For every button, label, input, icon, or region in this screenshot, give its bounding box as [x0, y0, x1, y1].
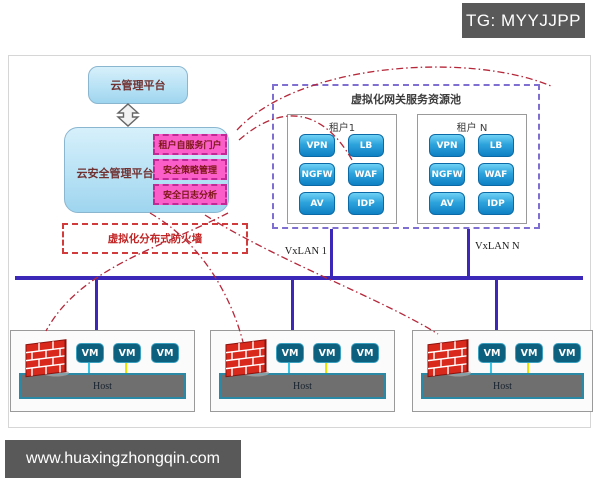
host-bar: Host: [219, 373, 386, 399]
website-watermark: www.huaxingzhongqin.com: [5, 440, 241, 478]
module-tenant-portal: 租户自服务门户: [153, 134, 227, 155]
firewall-icon: [225, 339, 269, 378]
service-ngfw: NGFW: [429, 163, 465, 186]
vxlan-1-label: VxLAN 1: [284, 246, 327, 257]
vm-box: VM: [276, 343, 304, 363]
cloud-security-platform-box: 云安全管理平台 租户自服务门户 安全策略管理 安全日志分析: [64, 127, 229, 213]
vm-box: VM: [313, 343, 341, 363]
tenant-n-services: VPN LB NGFW WAF AV IDP: [429, 134, 514, 215]
host-bar: Host: [19, 373, 186, 399]
service-waf: WAF: [478, 163, 514, 186]
service-lb: LB: [348, 134, 384, 157]
tenant-n-box: 租户 N VPN LB NGFW WAF AV IDP: [417, 114, 527, 224]
vxlan-n-label: VxLAN N: [475, 241, 520, 252]
resource-pool-title: 虚拟化网关服务资源池: [351, 93, 461, 106]
cloud-management-platform-box: 云管理平台: [88, 66, 188, 104]
host-2-uplink: [291, 280, 294, 330]
service-av: AV: [429, 192, 465, 215]
vm-box: VM: [515, 343, 543, 363]
module-log-analysis: 安全日志分析: [153, 184, 227, 205]
firewall-icon: [427, 339, 471, 378]
host-bar: Host: [421, 373, 584, 399]
host-group-2: Host VM VM VM: [210, 330, 395, 412]
tenant-1-services: VPN LB NGFW WAF AV IDP: [299, 134, 384, 215]
vm-box: VM: [151, 343, 179, 363]
tenant-1-label: 租户1: [328, 123, 356, 134]
module-policy-mgmt: 安全策略管理: [153, 159, 227, 180]
host-3-uplink: [495, 280, 498, 330]
vxlan-1-drop-line: [330, 229, 333, 277]
gateway-resource-pool: 虚拟化网关服务资源池 租户1 VPN LB NGFW WAF AV IDP 租户…: [272, 84, 540, 229]
host-group-1: Host VM VM VM: [10, 330, 195, 412]
host-group-3: Host VM VM VM: [412, 330, 593, 412]
service-idp: IDP: [348, 192, 384, 215]
tenant-1-box: 租户1 VPN LB NGFW WAF AV IDP: [287, 114, 397, 224]
tenant-n-label: 租户 N: [456, 123, 488, 134]
vm-box: VM: [113, 343, 141, 363]
vm-box: VM: [553, 343, 581, 363]
service-av: AV: [299, 192, 335, 215]
tg-watermark: TG: MYYJJPP: [462, 3, 585, 38]
vm-box: VM: [478, 343, 506, 363]
vxlan-n-drop-line: [467, 229, 470, 277]
vm-box: VM: [351, 343, 379, 363]
service-lb: LB: [478, 134, 514, 157]
distributed-firewall-box: 虚拟化分布式防火墙: [62, 223, 248, 254]
service-ngfw: NGFW: [299, 163, 335, 186]
firewall-icon: [25, 339, 69, 378]
cloud-security-platform-label: 云安全管理平台: [76, 167, 154, 180]
service-vpn: VPN: [299, 134, 335, 157]
service-waf: WAF: [348, 163, 384, 186]
host-1-uplink: [95, 280, 98, 330]
vm-box: VM: [76, 343, 104, 363]
service-idp: IDP: [478, 192, 514, 215]
service-vpn: VPN: [429, 134, 465, 157]
